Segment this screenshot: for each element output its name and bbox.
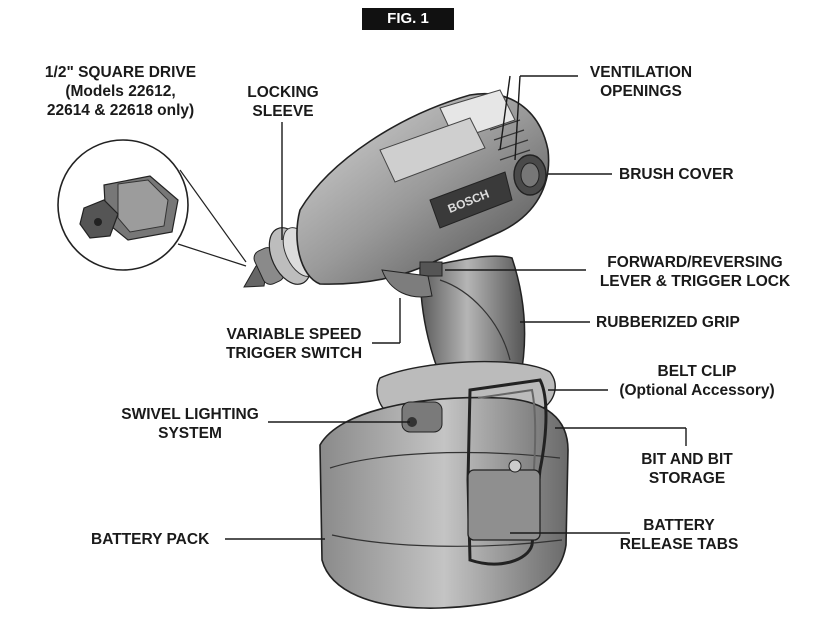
label-battery-release: BATTERY RELEASE TABS bbox=[604, 516, 754, 554]
label-line: SYSTEM bbox=[158, 425, 222, 442]
label-brush-cover: BRUSH COVER bbox=[619, 166, 734, 183]
belt-clip bbox=[466, 378, 548, 566]
label-line: BELT CLIP bbox=[657, 363, 737, 380]
label-line: SWIVEL LIGHTING bbox=[121, 406, 259, 423]
label-line: LOCKING bbox=[247, 84, 319, 101]
label-line: RELEASE TABS bbox=[619, 536, 739, 553]
label-swivel-lighting: SWIVEL LIGHTING SYSTEM bbox=[110, 405, 270, 443]
label-line: LEVER & TRIGGER LOCK bbox=[599, 273, 791, 290]
figure-title: FIG. 1 bbox=[362, 8, 454, 30]
label-line: VARIABLE SPEED bbox=[226, 326, 362, 343]
leader-lines bbox=[225, 75, 687, 540]
label-line: (Optional Accessory) bbox=[619, 382, 775, 399]
label-line: OPENINGS bbox=[600, 83, 682, 100]
label-bit-storage: BIT AND BIT STORAGE bbox=[622, 450, 752, 488]
label-line: FORWARD/REVERSING bbox=[607, 254, 783, 271]
label-rubberized-grip: RUBBERIZED GRIP bbox=[596, 314, 740, 331]
swivel-light-knob bbox=[401, 401, 443, 433]
label-line: TRIGGER SWITCH bbox=[225, 345, 363, 362]
forward-reverse-lever bbox=[419, 261, 443, 277]
label-line: (Models 22612, bbox=[65, 83, 176, 100]
label-square-drive: 1/2" SQUARE DRIVE (Models 22612, 22614 &… bbox=[18, 63, 223, 120]
label-line: BIT AND BIT bbox=[641, 451, 733, 468]
label-ventilation-openings: VENTILATION OPENINGS bbox=[575, 63, 707, 101]
label-line: STORAGE bbox=[648, 470, 726, 487]
label-forward-reversing: FORWARD/REVERSING LEVER & TRIGGER LOCK bbox=[586, 253, 804, 291]
battery-pack bbox=[319, 396, 569, 609]
square-drive-inset bbox=[57, 139, 247, 271]
trigger bbox=[381, 269, 433, 298]
label-belt-clip: BELT CLIP (Optional Accessory) bbox=[606, 362, 788, 400]
label-line: SLEEVE bbox=[252, 103, 314, 120]
label-line: VENTILATION bbox=[589, 64, 693, 81]
label-battery-pack: BATTERY PACK bbox=[91, 531, 210, 548]
label-line: 1/2" SQUARE DRIVE bbox=[44, 64, 197, 81]
label-locking-sleeve: LOCKING SLEEVE bbox=[230, 83, 336, 121]
release-tab bbox=[467, 469, 541, 541]
label-line: BATTERY bbox=[643, 517, 715, 534]
motor-housing: BOSCH bbox=[296, 89, 550, 285]
label-line: 22614 & 22618 only) bbox=[46, 102, 195, 119]
label-variable-speed: VARIABLE SPEED TRIGGER SWITCH bbox=[214, 325, 374, 363]
